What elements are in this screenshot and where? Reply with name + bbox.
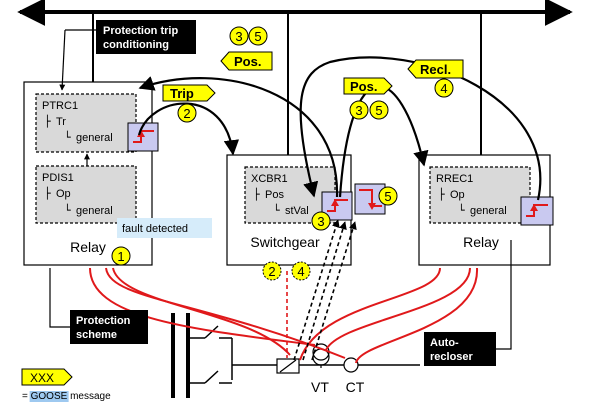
red-wiring bbox=[89, 267, 479, 364]
protection-scheme-callout: Protection scheme bbox=[49, 268, 148, 344]
protection-trip-callout: Protection trip conditioning bbox=[59, 20, 196, 91]
pdis-name: PDIS1 bbox=[42, 172, 74, 184]
legend: XXX = GOOSE message bbox=[21, 368, 111, 402]
pdis-do: Op bbox=[56, 188, 71, 200]
rrec-attr: general bbox=[470, 205, 507, 217]
xcbr-node: XCBR1 ├ Pos └ stVal bbox=[244, 166, 336, 224]
trip-message-tag: Trip bbox=[162, 84, 216, 102]
rrec-do: Op bbox=[450, 189, 465, 201]
svg-text:Pos.: Pos. bbox=[234, 54, 261, 69]
circuit-breaker-symbol bbox=[276, 358, 300, 374]
svg-text:Auto-: Auto- bbox=[430, 337, 459, 349]
svg-text:├: ├ bbox=[253, 187, 260, 201]
svg-text:3: 3 bbox=[317, 214, 324, 229]
svg-text:conditioning: conditioning bbox=[103, 39, 169, 51]
svg-text:Protection trip: Protection trip bbox=[103, 25, 178, 37]
svg-text:5: 5 bbox=[254, 29, 261, 44]
recl-goose-curve bbox=[299, 56, 542, 201]
step-2-trip: 2 bbox=[177, 103, 197, 123]
svg-text:3: 3 bbox=[235, 29, 242, 44]
pdis-attr: general bbox=[76, 205, 113, 217]
reclose-output-icon bbox=[520, 196, 554, 226]
instrument-status-lines bbox=[293, 219, 357, 361]
step-3-mid: 3 bbox=[349, 100, 369, 120]
xcbr-name: XCBR1 bbox=[251, 173, 288, 185]
svg-text:└: └ bbox=[458, 203, 465, 217]
rrec-name: RREC1 bbox=[436, 173, 473, 185]
svg-text:└: └ bbox=[273, 203, 280, 217]
pos-message-tag-mid: Pos. bbox=[343, 77, 393, 95]
svg-text:├: ├ bbox=[438, 187, 445, 201]
switchgear-label: Switchgear bbox=[250, 234, 320, 250]
svg-text:Pos.: Pos. bbox=[350, 79, 377, 94]
legend-text: = GOOSE message bbox=[22, 391, 111, 402]
step-3-breaker: 3 bbox=[311, 211, 331, 231]
svg-text:scheme: scheme bbox=[76, 329, 117, 341]
pos-goose-curve-left bbox=[138, 76, 339, 198]
pos-message-tag-top: Pos. bbox=[220, 51, 273, 71]
ptrc-name: PTRC1 bbox=[42, 100, 78, 112]
step-1-fault: 1 bbox=[111, 246, 131, 266]
legend-sample: XXX bbox=[30, 371, 54, 385]
recl-message-tag: Recl. bbox=[407, 59, 464, 79]
legend-goose: GOOSE bbox=[31, 391, 68, 402]
svg-text:2: 2 bbox=[183, 106, 190, 121]
step-2-switchgear: 2 bbox=[262, 261, 282, 281]
svg-text:4: 4 bbox=[297, 264, 304, 279]
station-bus bbox=[17, 0, 573, 155]
svg-text:3: 3 bbox=[355, 103, 362, 118]
fault-detected-label: fault detected bbox=[117, 218, 212, 238]
ct-symbol bbox=[343, 357, 359, 373]
legend-goose-highlight bbox=[29, 391, 69, 402]
ct-label: CT bbox=[346, 379, 365, 395]
step-4-recl: 4 bbox=[434, 78, 454, 98]
svg-text:4: 4 bbox=[440, 81, 447, 96]
svg-text:Recl.: Recl. bbox=[420, 62, 451, 77]
svg-text:1: 1 bbox=[117, 249, 124, 264]
relay-right-label: Relay bbox=[463, 234, 499, 250]
relay-left-label: Relay bbox=[70, 239, 106, 255]
svg-text:5: 5 bbox=[384, 189, 391, 204]
vt-label: VT bbox=[311, 379, 329, 395]
svg-text:├: ├ bbox=[44, 114, 51, 128]
pdis-node: PDIS1 ├ Op └ general bbox=[35, 165, 137, 224]
step-5-top: 5 bbox=[248, 26, 268, 46]
svg-text:Trip: Trip bbox=[170, 86, 194, 101]
svg-text:2: 2 bbox=[268, 264, 275, 279]
step-4-switchgear: 4 bbox=[291, 261, 311, 281]
process-busbar bbox=[171, 313, 420, 398]
step-5-mid: 5 bbox=[369, 100, 389, 120]
ptrc-node: PTRC1 ├ Tr └ general bbox=[35, 93, 137, 153]
svg-text:recloser: recloser bbox=[430, 351, 474, 363]
svg-text:├: ├ bbox=[44, 186, 51, 200]
svg-text:fault detected: fault detected bbox=[122, 223, 188, 235]
svg-text:5: 5 bbox=[375, 103, 382, 118]
xcbr-attr: stVal bbox=[285, 205, 309, 217]
step-3-top: 3 bbox=[229, 26, 249, 46]
rrec-node: RREC1 ├ Op └ general bbox=[429, 166, 531, 224]
svg-text:└: └ bbox=[64, 203, 71, 217]
xcbr-do: Pos bbox=[265, 189, 284, 201]
ptrc-do: Tr bbox=[56, 116, 66, 128]
svg-text:Protection: Protection bbox=[76, 315, 131, 327]
autorecloser-callout: Auto- recloser bbox=[424, 240, 512, 366]
ptrc-attr: general bbox=[76, 132, 113, 144]
svg-text:└: └ bbox=[64, 130, 71, 144]
step-5-breaker: 5 bbox=[378, 186, 398, 206]
